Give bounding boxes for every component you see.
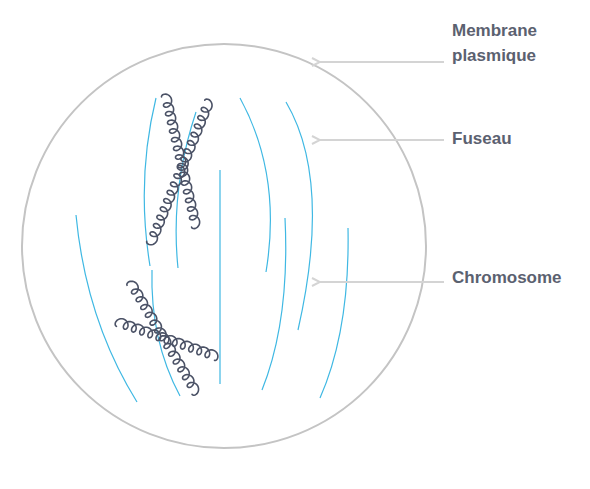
spindle-fiber xyxy=(219,170,220,384)
part-label: Fuseau xyxy=(452,126,572,151)
chromatid xyxy=(127,281,199,395)
cell-membrane xyxy=(22,44,426,448)
spindle-fiber xyxy=(262,218,286,390)
part-label: Chromosome xyxy=(452,265,582,290)
leader-arrow xyxy=(320,61,444,63)
chromosomes xyxy=(115,94,218,395)
spindle-fiber xyxy=(320,228,348,398)
leader-arrow xyxy=(320,281,444,283)
spindle-fibers xyxy=(76,98,348,402)
leader-arrow xyxy=(320,139,444,141)
part-label: Membrane plasmique xyxy=(452,18,572,68)
chromatid xyxy=(115,319,218,361)
chromatid xyxy=(147,99,212,245)
spindle-fiber xyxy=(286,102,312,330)
spindle-fiber xyxy=(144,98,156,266)
spindle-fiber xyxy=(76,215,137,402)
leader-lines xyxy=(320,62,444,282)
spindle-fiber xyxy=(240,98,270,272)
chromatid xyxy=(162,94,200,228)
